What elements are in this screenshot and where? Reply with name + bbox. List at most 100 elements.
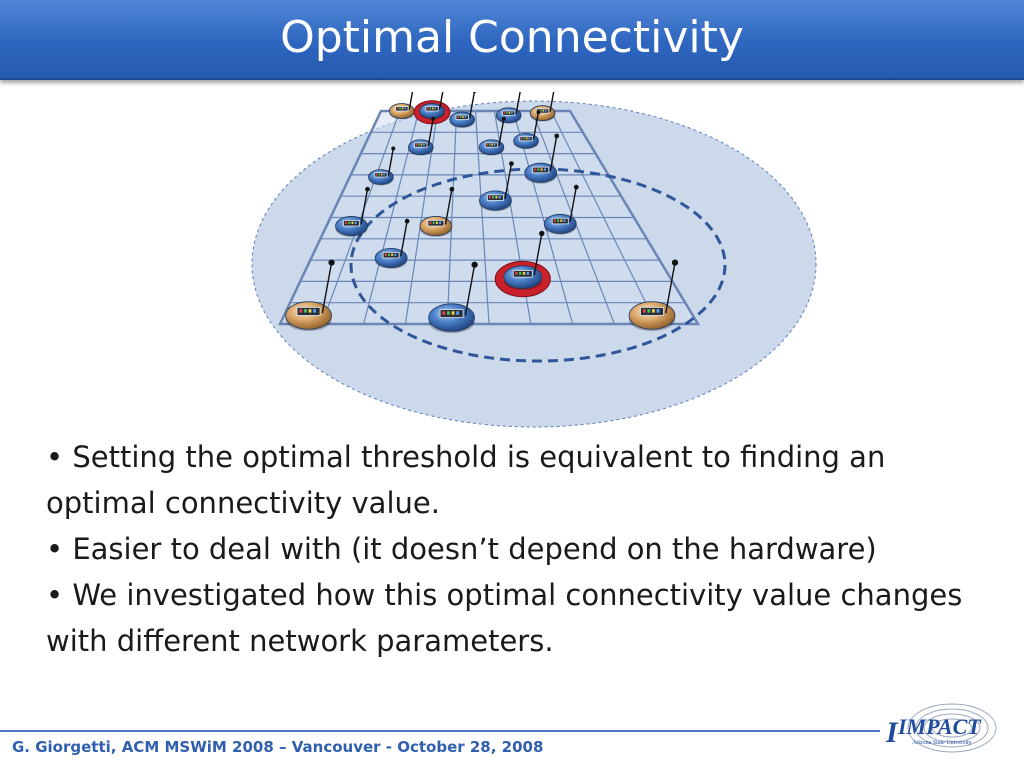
sensor-node (478, 116, 506, 156)
antenna-tip (501, 116, 506, 121)
antenna-icon (464, 264, 476, 316)
sensor-node (543, 184, 579, 235)
node-led (528, 137, 531, 140)
node-led (429, 107, 432, 110)
sensor-node (408, 116, 436, 156)
node-led (439, 221, 442, 225)
node-led (387, 253, 390, 256)
antenna-icon (549, 135, 558, 172)
range-ring (349, 167, 727, 363)
sensor-node (628, 259, 679, 332)
node-led (503, 111, 506, 114)
node-led (493, 143, 496, 146)
antenna-tip (449, 186, 455, 192)
node-led (396, 107, 399, 110)
node-led (489, 196, 492, 199)
antenna-icon (532, 112, 540, 140)
antenna-tip (554, 133, 560, 139)
sensor-node (494, 230, 551, 298)
node-led (432, 221, 435, 225)
bullet-1: • Setting the optimal threshold is equiv… (46, 440, 886, 520)
antenna-icon (533, 233, 543, 276)
sensor-node (513, 110, 541, 150)
node-led (434, 107, 437, 110)
node-led (511, 111, 513, 114)
antenna-tip (431, 116, 436, 121)
node-led (442, 311, 446, 315)
antenna-tip (573, 184, 579, 190)
antenna-icon (321, 262, 333, 314)
antenna-tip (536, 110, 541, 115)
antenna-tip (391, 146, 396, 151)
node-led (508, 111, 511, 114)
node-led (523, 137, 526, 140)
impact-logo-icon: I IMPACT Arizona State University (885, 703, 997, 753)
node-led (464, 116, 467, 118)
node-screen (532, 166, 550, 174)
node-led (506, 111, 508, 114)
impact-logo: I IMPACT Arizona State University (872, 692, 1012, 762)
node-led (651, 309, 655, 313)
node-screen (640, 307, 664, 316)
antenna-tip (539, 230, 545, 237)
antenna-icon (360, 189, 369, 225)
node-led (457, 116, 459, 118)
antenna-tip (472, 89, 477, 93)
node-led (418, 143, 420, 146)
node-led (384, 253, 387, 256)
node-led (303, 309, 307, 313)
antenna-tip (404, 218, 410, 224)
node-led (404, 107, 406, 110)
antenna-icon (468, 90, 476, 119)
sensor-node (479, 161, 514, 212)
node-led (656, 309, 660, 313)
node-led (515, 271, 518, 275)
sensor-node (413, 80, 451, 125)
node-led (537, 168, 540, 171)
svg-text:I: I (885, 716, 899, 749)
node-led (488, 143, 491, 146)
node-led (415, 143, 418, 146)
node-led (423, 143, 425, 146)
sensor-node (428, 261, 478, 334)
node-led (378, 173, 380, 176)
antenna-icon (498, 118, 505, 147)
node-led (394, 253, 397, 256)
inner-range-ring (349, 167, 727, 363)
bullet-2: • Easier to deal with (it doesn’t depend… (46, 532, 877, 566)
antenna-icon (515, 86, 522, 115)
sensor-node (285, 259, 335, 332)
node-led (526, 271, 529, 275)
sensor-nodes (285, 80, 679, 334)
node-screen (427, 220, 445, 227)
node-led (540, 109, 542, 112)
node-led (642, 309, 646, 313)
footer-citation: G. Giorgetti, ACM MSWiM 2008 – Vancouver… (12, 738, 544, 756)
node-led (456, 311, 460, 315)
node-led (526, 137, 528, 140)
network-diagram (240, 80, 830, 437)
bullet-list: • Setting the optimal threshold is equiv… (46, 434, 996, 664)
antenna-tip (328, 259, 335, 266)
node-led (354, 221, 357, 225)
node-led (380, 173, 383, 176)
node-led (495, 196, 498, 199)
antenna-icon (427, 118, 434, 147)
title-bar: Optimal Connectivity (0, 0, 1024, 80)
node-led (534, 168, 537, 171)
node-led (542, 109, 545, 112)
node-led (427, 107, 429, 110)
node-led (647, 309, 651, 313)
node-led (446, 311, 450, 315)
node-led (308, 309, 312, 313)
antenna-tip (671, 259, 679, 266)
node-led (299, 309, 303, 313)
sensor-node (368, 146, 396, 186)
node-led (518, 271, 522, 275)
node-led (486, 143, 489, 146)
node-led (560, 219, 563, 222)
node-led (435, 221, 438, 225)
node-led (432, 107, 434, 110)
node-led (553, 219, 556, 222)
antenna-icon (444, 189, 453, 225)
